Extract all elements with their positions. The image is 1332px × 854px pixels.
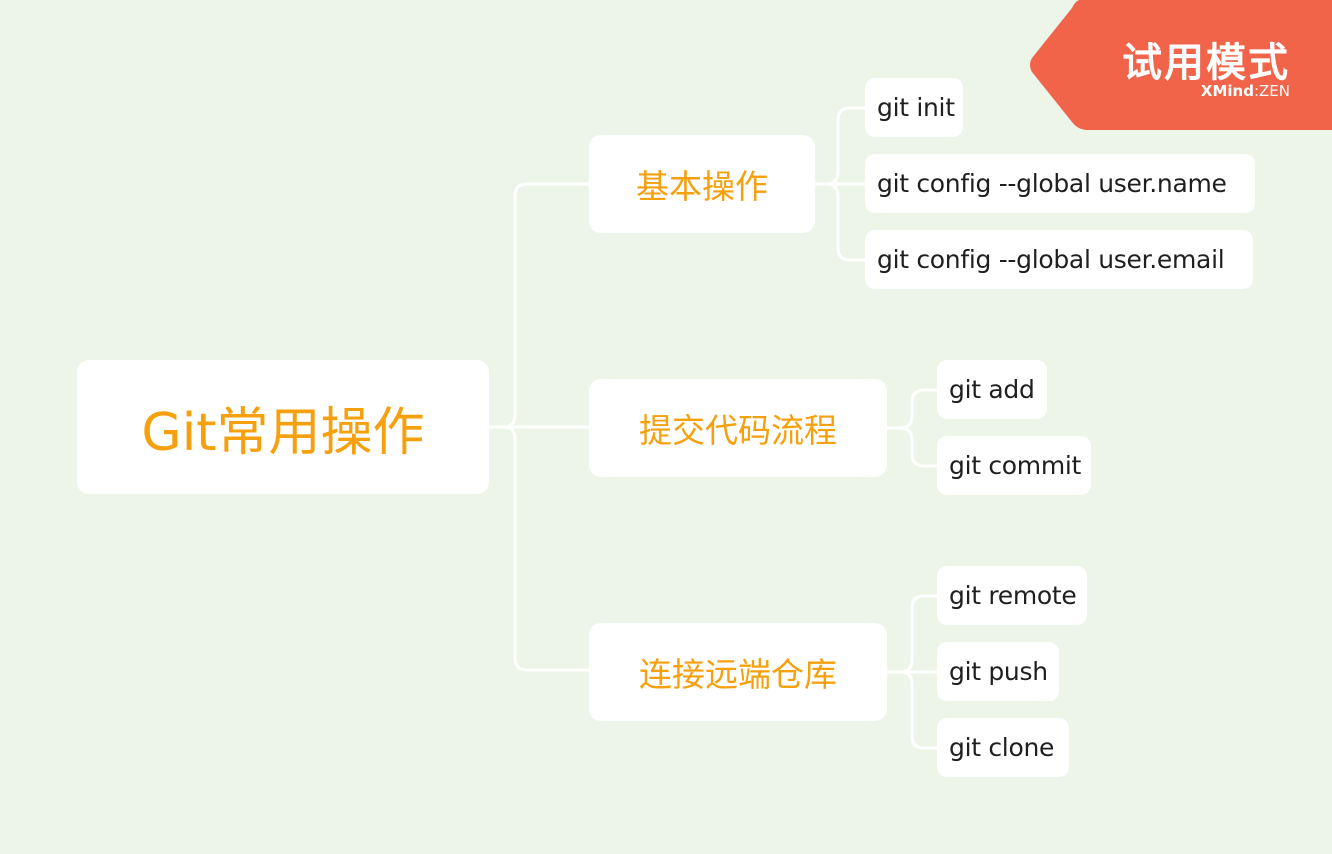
trial-mode-badge[interactable]: 试用模式 XMind:ZEN xyxy=(1028,0,1332,130)
root-topic[interactable]: Git常用操作 xyxy=(77,360,489,494)
subtopic-git-push[interactable]: git push xyxy=(937,642,1059,701)
branch-topic-commit-flow[interactable]: 提交代码流程 xyxy=(589,379,887,477)
subtopic-label: git remote xyxy=(949,581,1077,610)
subtopic-git-init[interactable]: git init xyxy=(865,78,963,137)
branch-topic-label: 连接远端仓库 xyxy=(639,655,837,694)
subtopic-label: git config --global user.email xyxy=(877,245,1225,274)
badge-shape xyxy=(1030,0,1332,130)
subtopic-label: git clone xyxy=(949,733,1055,762)
connector-root-branch-1 xyxy=(487,182,591,429)
xmind-zen-logo: XMind:ZEN xyxy=(1201,82,1290,100)
subtopic-git-add[interactable]: git add xyxy=(937,360,1047,419)
branch-topic-label: 提交代码流程 xyxy=(639,411,837,450)
xmind-brand: XMind xyxy=(1200,82,1254,100)
subtopic-git-config-user-email[interactable]: git config --global user.email xyxy=(865,230,1253,289)
brand-edition: ZEN xyxy=(1259,82,1290,100)
connector-branch3-child3 xyxy=(885,670,939,750)
subtopic-label: git commit xyxy=(949,451,1082,480)
root-topic-label: Git常用操作 xyxy=(141,402,425,463)
branch-topic-label: 基本操作 xyxy=(636,167,768,206)
branch-topic-basic-ops[interactable]: 基本操作 xyxy=(589,135,815,233)
subtopic-label: git add xyxy=(949,375,1035,404)
connector-branch3-child1 xyxy=(885,594,939,674)
subtopic-git-commit[interactable]: git commit xyxy=(937,436,1091,495)
subtopic-label: git push xyxy=(949,657,1048,686)
brand-separator: : xyxy=(1253,82,1260,100)
connector-branch2-child1 xyxy=(885,388,939,430)
connector-branch2-child2 xyxy=(885,426,939,468)
subtopic-git-config-user-name[interactable]: git config --global user.name xyxy=(865,154,1255,213)
connector-branch1-child3 xyxy=(813,182,867,262)
subtopic-label: git config --global user.name xyxy=(877,169,1227,198)
subtopic-label: git init xyxy=(877,93,955,122)
trial-mode-title: 试用模式 xyxy=(1122,40,1290,86)
subtopic-git-remote[interactable]: git remote xyxy=(937,566,1087,625)
branch-topic-remote-repo[interactable]: 连接远端仓库 xyxy=(589,623,887,721)
connector-branch1-child1 xyxy=(813,106,867,186)
subtopic-git-clone[interactable]: git clone xyxy=(937,718,1069,777)
connector-root-branch-3 xyxy=(487,425,591,672)
